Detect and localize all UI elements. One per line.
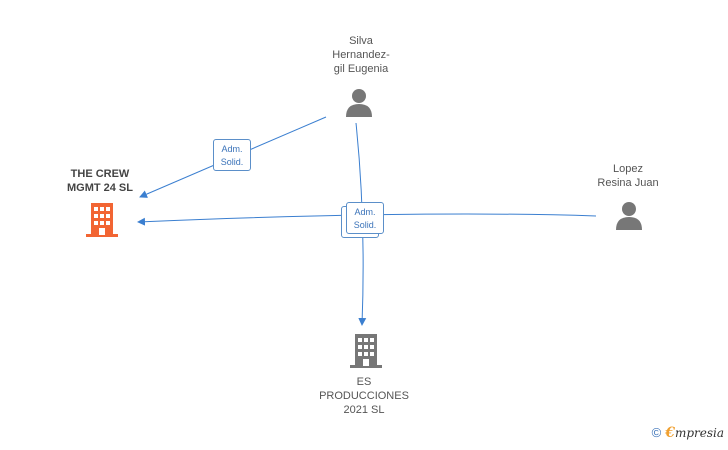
node-label-line: PRODUCCIONES — [319, 390, 409, 402]
copyright-symbol: © — [651, 425, 662, 440]
node-label-line: Hernandez- — [332, 49, 390, 61]
node-label-line: Lopez — [613, 163, 643, 175]
edge-badge-line: Adm. — [354, 207, 376, 217]
node-label-es-producciones: ES PRODUCCIONES 2021 SL — [309, 375, 419, 417]
node-label-the-crew: THE CREW MGMT 24 SL — [55, 167, 145, 195]
node-label-lopez: Lopez Resina Juan — [583, 162, 673, 190]
edge-badge-silva-the-crew[interactable]: Adm. Solid. — [213, 139, 251, 171]
node-label-silva: Silva Hernandez- gil Eugenia — [316, 34, 406, 76]
edge-badge-silva-es-producciones[interactable]: Adm. Solid. — [346, 202, 384, 234]
person-icon[interactable] — [614, 200, 644, 230]
edge-badge-line: Adm. — [221, 144, 243, 154]
edge-badge-line: Solid. — [220, 157, 244, 167]
building-icon[interactable] — [350, 334, 382, 368]
edge-badge-line: Solid. — [353, 220, 377, 230]
node-label-line: MGMT 24 SL — [66, 182, 133, 194]
node-label-line: THE CREW — [70, 168, 130, 180]
node-label-line: 2021 SL — [343, 404, 385, 416]
watermark: ©€mpresia — [652, 425, 724, 441]
node-label-line: Resina Juan — [597, 177, 659, 189]
building-icon[interactable] — [86, 203, 118, 237]
node-label-line: Silva — [349, 35, 373, 47]
brand-logo-text: mpresia — [674, 426, 724, 440]
brand-logo-initial: € — [665, 425, 675, 441]
person-icon[interactable] — [344, 87, 374, 117]
node-label-line: gil Eugenia — [333, 63, 389, 75]
edge-lopez-to-the-crew — [137, 213, 597, 226]
node-label-line: ES — [356, 376, 372, 388]
